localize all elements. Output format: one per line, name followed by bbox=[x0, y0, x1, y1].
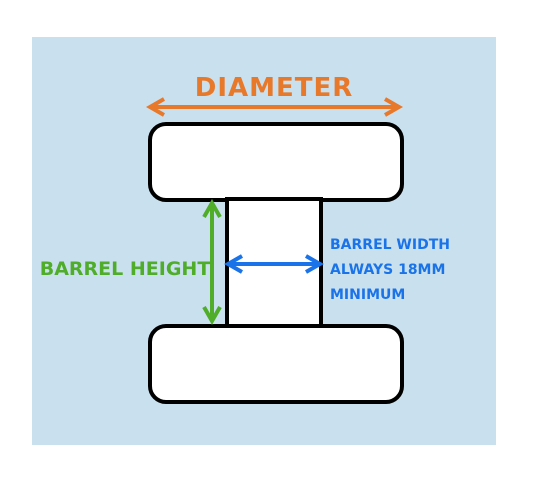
top-flange bbox=[148, 122, 404, 202]
bottom-flange bbox=[148, 324, 404, 404]
barrel-height-label: BARREL HEIGHT bbox=[40, 258, 211, 280]
diameter-label: DIAMETER bbox=[195, 73, 354, 103]
barrel-width-label-line3: MINIMUM bbox=[330, 287, 405, 303]
barrel-width-label-line2: ALWAYS 18MM bbox=[330, 262, 445, 278]
barrel-width-label-line1: BARREL WIDTH bbox=[330, 237, 450, 253]
